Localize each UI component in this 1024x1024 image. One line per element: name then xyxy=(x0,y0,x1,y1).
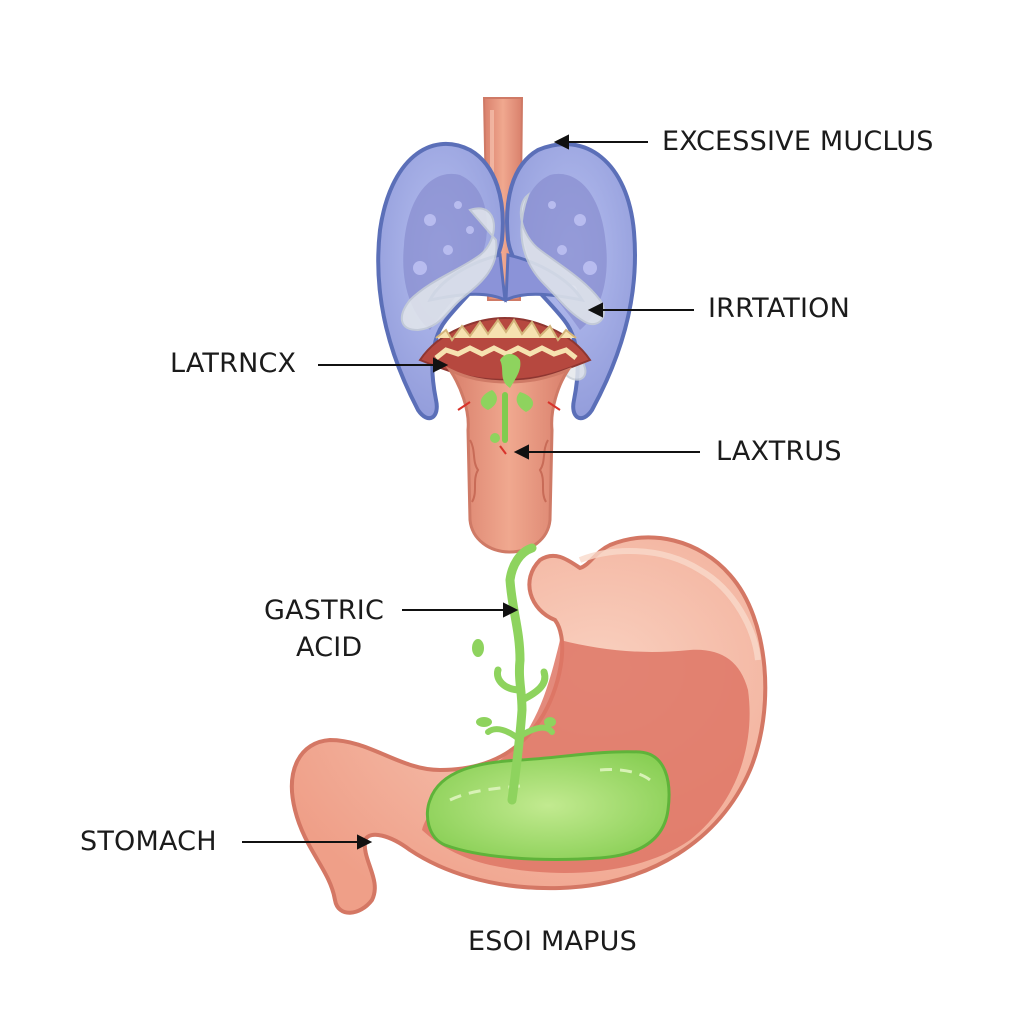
label-laxtrus: LAXTRUS xyxy=(716,434,842,470)
esophagus-tube xyxy=(450,370,568,552)
label-irritation: IRRTATION xyxy=(708,291,850,327)
label-esophagus: ESOI MAPUS xyxy=(468,924,637,960)
arrow-gastric-acid xyxy=(402,604,516,616)
label-excessive-mucus: EXCESSIVE MUCLUS xyxy=(662,124,934,160)
label-larynx: LATRNCX xyxy=(170,346,296,382)
label-gastric-acid-line1: GASTRIC xyxy=(264,593,384,629)
label-gastric-acid-line2: ACID xyxy=(296,630,362,666)
label-stomach: STOMACH xyxy=(80,824,217,860)
